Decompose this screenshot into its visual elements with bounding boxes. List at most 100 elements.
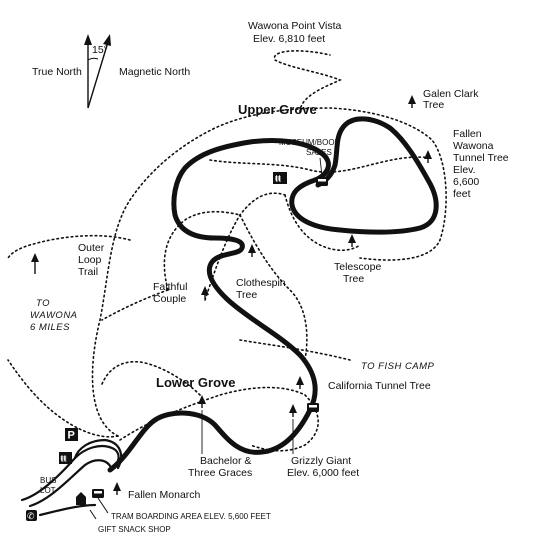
- outer-loop-trail: [91, 107, 447, 437]
- gift-shop-leader: [89, 509, 97, 520]
- fallen-monarch-label: Fallen Monarch: [128, 489, 201, 501]
- magnetic-north-arrow: [87, 41, 109, 109]
- to-fish-camp-trail: [239, 339, 351, 361]
- parking-icon: [65, 428, 78, 441]
- to-wawona-arrow-stem: [34, 262, 36, 274]
- california-tunnel-tree-icon: [296, 376, 304, 385]
- bus-lot-label-line1: BUS: [40, 476, 56, 485]
- fallen-wawona-label-line6: feet: [453, 188, 471, 200]
- grizzly-giant-tree-icon: [289, 404, 297, 413]
- middle-loop-trail: [239, 214, 308, 361]
- fallen-wawona-label-line2: Wawona: [453, 140, 494, 152]
- faithful-couple-tree-icon: [201, 286, 209, 295]
- clothespin-tree-icon: [248, 244, 256, 253]
- tree-markers: [31, 95, 432, 495]
- parking-loop: [20, 444, 120, 502]
- fallen-monarch-tree-trunk: [116, 491, 118, 495]
- fallen-monarch-tree-icon: [113, 482, 121, 491]
- compass-angle-label: 15°: [92, 44, 108, 56]
- fallen-wawona-tree-icon: [424, 150, 432, 159]
- fallen-wawona-label-line5: 6,600: [453, 176, 479, 188]
- compass-angle-arc: [87, 57, 99, 61]
- to-wawona-label-line3: 6 MILES: [30, 322, 70, 333]
- upper-west-trail: [101, 289, 169, 321]
- magnetic-north-arrowhead: [103, 34, 111, 46]
- museum-label-line2: SALES: [306, 148, 332, 157]
- telescope-tree-icon: [348, 234, 356, 243]
- parking-loop-inner: [28, 459, 114, 508]
- phone-icon: [26, 510, 37, 521]
- faithful-couple-label-line1: Faithful: [153, 281, 187, 293]
- galen-clark-label-line2: Tree: [423, 99, 444, 111]
- to-wawona-label-line1: TO: [36, 298, 50, 309]
- galen-clark-tree-icon: [408, 95, 416, 104]
- tram-stop-boarding-window: [94, 491, 102, 494]
- to-wawona-arrow-icon: [31, 253, 39, 262]
- telescope-label-line2: Tree: [343, 273, 364, 285]
- galen-clark-tree-trunk: [411, 104, 413, 108]
- clothespin-label-line1: Clothespin: [236, 277, 286, 289]
- telescope-tree-trunk: [351, 243, 353, 247]
- bachelor-tree-icon: [198, 395, 206, 404]
- clothespin-label-line2: Tree: [236, 289, 257, 301]
- to-wawona-trail: [7, 359, 119, 438]
- tram-stop-grizzly-window: [309, 405, 317, 408]
- true-north-arrowhead: [84, 34, 92, 45]
- west-trail: [7, 234, 131, 259]
- telescope-trail: [284, 194, 361, 252]
- restroom-lower-glyph: ŧŧ: [61, 454, 67, 464]
- gift-shop-label: GIFT SNACK SHOP: [98, 525, 171, 534]
- gift-shop-icon: [76, 492, 86, 505]
- clothespin-tree-trunk: [251, 253, 253, 257]
- california-tunnel-tree-trunk: [299, 385, 301, 389]
- compass: 15° True North Magnetic North: [32, 34, 190, 109]
- telescope-label-line1: Telescope: [334, 261, 381, 273]
- wawona-point-trail: [273, 50, 342, 113]
- tram-route: [107, 116, 439, 473]
- magnetic-north-label: Magnetic North: [119, 66, 190, 78]
- faithful-couple-label-line2: Couple: [153, 293, 186, 305]
- to-wawona-label-line2: WAWONA: [30, 310, 78, 321]
- map-labels: Wawona Point Vista Elev. 6,810 feet Gale…: [30, 20, 509, 534]
- tram-stop-upper-window: [318, 179, 326, 182]
- lower-grove-label: Lower Grove: [156, 375, 235, 390]
- california-tunnel-label: California Tunnel Tree: [328, 380, 431, 392]
- lower-loop-trail: [101, 360, 201, 396]
- bachelor-label-line1: Bachelor &: [200, 455, 251, 467]
- parking-icon-label: P: [68, 430, 75, 442]
- true-north-label: True North: [32, 66, 82, 78]
- fallen-wawona-label-line1: Fallen: [453, 128, 482, 140]
- museum-leader: [319, 157, 323, 177]
- grizzly-giant-label-line1: Grizzly Giant: [291, 455, 351, 467]
- grizzly-giant-label-line2: Elev. 6,000 feet: [287, 467, 359, 479]
- galen-clark-label-line1: Galen Clark: [423, 88, 479, 100]
- grizzly-giant-tree-trunk: [292, 413, 294, 417]
- restroom-upper-glyph: ŧŧ: [275, 174, 281, 184]
- outer-loop-label-line1: Outer: [78, 242, 105, 254]
- faithful-couple-trail: [163, 210, 241, 291]
- bus-lot-label-line2: LOT: [40, 486, 56, 495]
- bachelor-label-line2: Three Graces: [188, 467, 252, 479]
- lower-grove-trail: [119, 386, 306, 441]
- tram-boarding-leader: [97, 497, 109, 514]
- fallen-wawona-tree-trunk: [427, 159, 429, 163]
- restroom-upper-icon: [273, 172, 287, 184]
- tram-road: [107, 116, 439, 473]
- fallen-wawona-label-line3: Tunnel Tree: [453, 152, 509, 164]
- restroom-lower-icon: [59, 452, 72, 464]
- outer-loop-label-line3: Trail: [78, 266, 98, 278]
- fallen-wawona-label-line4: Elev.: [453, 164, 476, 176]
- parking-lot-edge: [38, 503, 97, 517]
- museum-label-line1: MUSEUM/BOOK: [279, 138, 341, 147]
- upper-grove-label: Upper Grove: [238, 102, 317, 117]
- wawona-point-label-line2: Elev. 6,810 feet: [253, 33, 325, 45]
- faithful-couple-tree-trunk: [204, 295, 206, 299]
- parking-spur: [73, 438, 123, 470]
- bachelor-tree-trunk: [201, 404, 203, 408]
- outer-loop-label-line2: Loop: [78, 254, 102, 266]
- wawona-point-label-line1: Wawona Point Vista: [248, 20, 342, 32]
- service-symbols: ŧŧ P ŧŧ ✆: [26, 172, 328, 522]
- tram-boarding-label: TRAM BOARDING AREA ELEV. 5,600 FEET: [111, 512, 271, 521]
- parking-area: [20, 438, 123, 517]
